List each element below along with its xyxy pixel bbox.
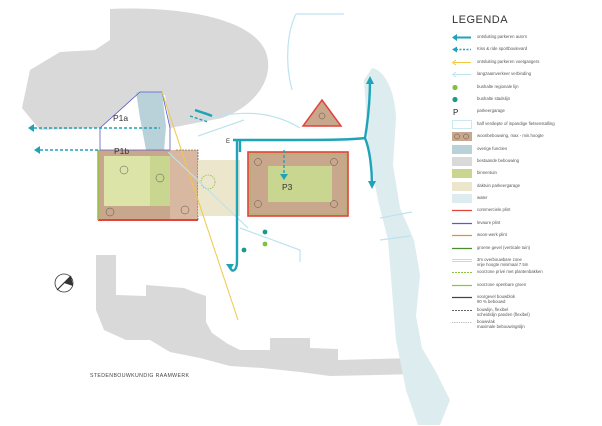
water-river bbox=[364, 68, 450, 425]
tree-icon bbox=[318, 112, 326, 120]
line-icon bbox=[452, 247, 472, 249]
zone-label-p1a: P1a bbox=[113, 113, 129, 123]
line-icon bbox=[452, 210, 472, 212]
legend-title: LEGENDA bbox=[452, 14, 509, 26]
legend-item: voorzone privé met plantenbakken bbox=[452, 267, 600, 279]
legend-item: bestaande bebouwing bbox=[452, 156, 600, 168]
legend-item-label: bushalte stadslijn bbox=[477, 95, 510, 101]
legend-item: voorzone openbare groen bbox=[452, 280, 600, 292]
legend-item: levaure plint bbox=[452, 218, 600, 230]
legend-item: bouwlijn, flexibel scheidslijn panden (f… bbox=[452, 305, 600, 317]
legend-item-label: ontsluiting parkeren voetgangers bbox=[477, 58, 540, 64]
block-p1a-outline bbox=[99, 91, 171, 151]
line-icon bbox=[452, 297, 472, 299]
legend-item: woonbebouwing, max - min.hoogte bbox=[452, 131, 600, 143]
legend-item-label: water bbox=[477, 195, 488, 201]
legend-item-label: overige functies bbox=[477, 145, 508, 151]
box-houses-icon bbox=[452, 132, 472, 142]
legend-item-label: bushalte regionale lijn bbox=[477, 83, 519, 89]
tree-icon bbox=[200, 174, 216, 190]
block-p3 bbox=[247, 151, 349, 217]
marker-e-label: E bbox=[226, 139, 230, 145]
zone-label-p1b: P1b bbox=[114, 146, 130, 156]
legend-item-label: voorzone privé met plantenbakken bbox=[477, 269, 543, 275]
arrow-teal-thick-icon bbox=[452, 34, 471, 41]
legend-item-label: woon-werk plint bbox=[477, 232, 507, 238]
existing-building-stadium bbox=[22, 8, 269, 131]
dot-green-icon bbox=[452, 84, 458, 90]
legend-item-label: bouwvlak maximale bebouwingslijn bbox=[477, 318, 525, 329]
svg-text:P: P bbox=[453, 108, 458, 116]
legend-item: bushalte stadslijn bbox=[452, 94, 600, 106]
line-dashed-icon bbox=[452, 309, 472, 311]
line-icon bbox=[452, 235, 472, 237]
arrow-heads bbox=[28, 76, 376, 270]
legend-item: half verdiepte of inpandige fietsenstall… bbox=[452, 119, 600, 131]
water-pond bbox=[136, 92, 166, 152]
line-dashed-icon bbox=[452, 272, 472, 274]
dot-teal-icon bbox=[452, 96, 458, 103]
existing-building-small bbox=[200, 84, 214, 90]
legend-item-label: 3m overbouwbare zone vrije hoogte minima… bbox=[477, 257, 529, 268]
legend-item-label: woonbebouwing, max - min.hoogte bbox=[477, 133, 544, 139]
arrow-yellow-icon bbox=[452, 59, 471, 66]
legend-item-label: bestaande bebouwing bbox=[477, 157, 520, 163]
legend-item: groene gevel (verticale tuin) bbox=[452, 243, 600, 255]
legend-item: binnentuin bbox=[452, 168, 600, 180]
box-fill-icon bbox=[452, 194, 472, 204]
legend-item: woon-werk plint bbox=[452, 230, 600, 242]
legend-item-label: voorzone openbare groen bbox=[477, 281, 527, 287]
legend-item-label: daktuin parkeergarage bbox=[477, 182, 520, 188]
legend-item-label: Kiss & ride sportboulevard bbox=[477, 46, 528, 52]
box-outline-lightblue-icon bbox=[452, 119, 472, 129]
legend-item-label: half verdiepte of inpandige fietsenstall… bbox=[477, 120, 555, 126]
pedestrian-route bbox=[161, 91, 239, 321]
arrow-lightblue-icon bbox=[452, 71, 471, 78]
legend-item-label: binnentuin bbox=[477, 170, 497, 176]
legend-item: Kiss & ride sportboulevard bbox=[452, 44, 600, 56]
bus-stops bbox=[241, 229, 268, 253]
zone-label-p3: P3 bbox=[282, 182, 293, 192]
box-fill-icon bbox=[452, 144, 472, 154]
legend-item: 3m overbouwbare zone vrije hoogte minima… bbox=[452, 255, 600, 267]
legend-item-label: commerciele plint bbox=[477, 207, 511, 213]
legend-item: daktuin parkeergarage bbox=[452, 181, 600, 193]
legend-item: bushalte regionale lijn bbox=[452, 82, 600, 94]
arrow-teal-dashed-icon bbox=[452, 46, 471, 53]
square-garden bbox=[198, 160, 240, 216]
map-caption: STEDENBOUWKUNDIG RAAMWERK bbox=[90, 373, 190, 379]
legend-item: voorgevel bouwblok 90 % bebouwd bbox=[452, 292, 600, 304]
legend-item: ontsluiting parkeren auto's bbox=[452, 32, 600, 44]
slow-traffic-routes bbox=[167, 13, 413, 262]
legend-item-label: bouwlijn, flexibel scheidslijn panden (f… bbox=[477, 306, 530, 317]
legend-item: commerciele plint bbox=[452, 205, 600, 217]
block-p1b bbox=[97, 149, 199, 221]
legend-item-label: ontsluiting parkeren auto's bbox=[477, 34, 528, 39]
legend-item: bouwvlak maximale bebouwingslijn bbox=[452, 317, 600, 329]
box-fill-icon bbox=[452, 181, 472, 191]
legend-item: langzaamverkeer verbinding bbox=[452, 69, 600, 81]
legend-item-label: langzaamverkeer verbinding bbox=[477, 71, 531, 77]
line-double-icon bbox=[452, 259, 472, 262]
line-icon bbox=[452, 284, 472, 286]
legend-item-label: groene gevel (verticale tuin) bbox=[477, 244, 531, 250]
kiss-ride-dashed bbox=[34, 115, 285, 174]
legend-item: water bbox=[452, 193, 600, 205]
line-icon bbox=[452, 222, 472, 224]
box-fill-icon bbox=[452, 156, 472, 166]
north-arrow-icon bbox=[54, 273, 74, 293]
box-fill-icon bbox=[452, 169, 472, 179]
legend-item-label: voorgevel bouwblok 90 % bebouwd bbox=[477, 294, 515, 305]
legend-item: overige functies bbox=[452, 144, 600, 156]
legend-item-label: levaure plint bbox=[477, 219, 501, 225]
existing-building-south bbox=[96, 255, 418, 376]
line-dotted-icon bbox=[452, 322, 472, 323]
legend-item: ontsluiting parkeren voetgangers bbox=[452, 57, 600, 69]
letter-p-icon: P bbox=[453, 108, 458, 116]
legend-item-label: parkeergarage bbox=[477, 108, 505, 114]
